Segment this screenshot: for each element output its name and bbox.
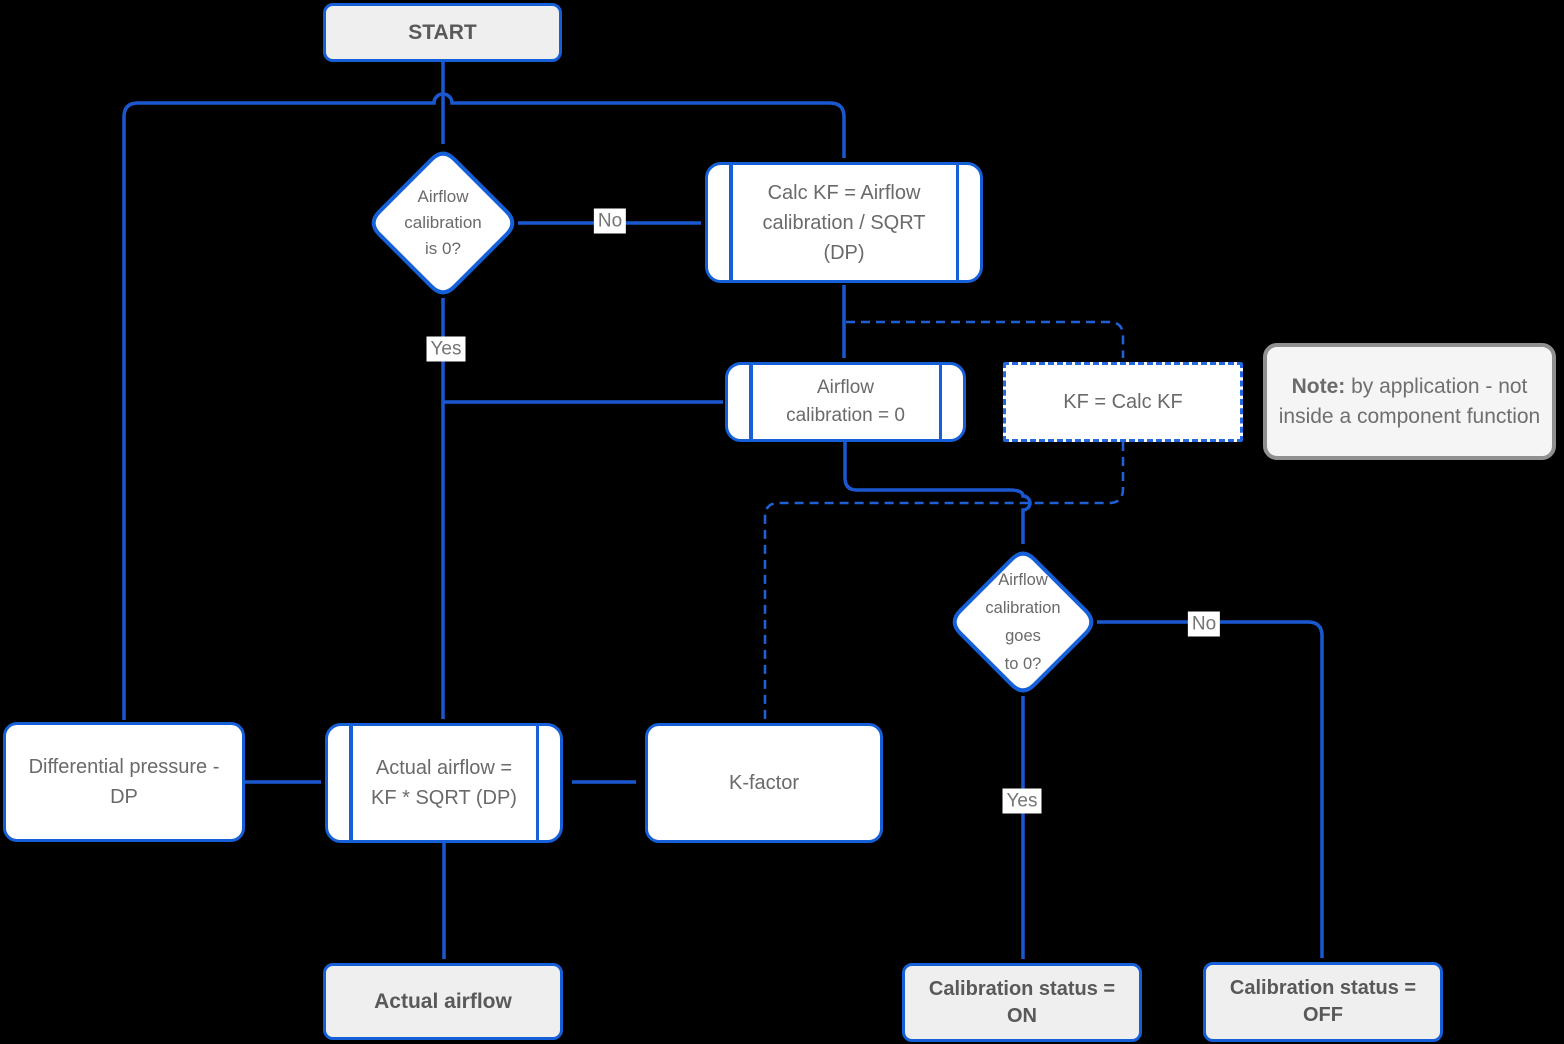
k-factor-label: K-factor [728,772,800,794]
inner-bar-right [535,726,539,840]
diamond-shape [371,151,515,295]
actual-airflow-calc-label: Actual airflow = KF * SQRT (DP) [371,757,517,809]
inner-bar-right [955,165,959,280]
edge-label-no-2: No [1187,611,1221,637]
calibration-off-label: Calibration status = OFF [1229,977,1417,1026]
kf-calc-kf-label: KF = Calc KF [1063,391,1183,413]
inner-bar-left [729,165,733,280]
inner-bar-right [938,365,942,439]
airflow-calibration-0-label: Airflow calibration = 0 [786,377,905,426]
actual-airflow-calc-process: Actual airflow = KF * SQRT (DP) [325,723,563,843]
note-prefix: Note: [1291,374,1346,398]
edge-decision2-no-to-calibration-off [1097,620,1324,958]
actual-airflow-label: Actual airflow [374,989,512,1013]
calibration-on-label: Calibration status = ON [928,977,1116,1027]
edge-label-yes-2: Yes [1002,788,1042,814]
airflow-calibration-0-process: Airflow calibration = 0 [725,362,966,442]
calibration-status-off-terminal: Calibration status = OFF [1203,962,1443,1042]
decision2-label: Airflow calibration goes to 0? [985,571,1061,673]
edge-label-yes-1: Yes [426,336,466,362]
inner-bar-left [749,365,753,439]
edge-dashed-kf-calc-kf-to-k-factor [763,442,1125,719]
start-label: START [408,20,477,44]
note-label: Note: by application - not inside a comp… [1277,372,1542,432]
differential-pressure-label: Differential pressure - DP [28,756,220,808]
decision-airflow-calibration-is-0: Airflow calibration is 0? [368,148,518,298]
note-box: Note: by application - not inside a comp… [1263,343,1556,460]
actual-airflow-terminal: Actual airflow [323,963,563,1040]
calc-kf-label: Calc KF = Airflow calibration / SQRT (DP… [762,181,926,264]
diamond-shape [952,551,1094,693]
edge-label-no-1: No [593,208,627,234]
calc-kf-process: Calc KF = Airflow calibration / SQRT (DP… [705,162,983,283]
calibration-status-on-terminal: Calibration status = ON [902,963,1142,1042]
decision-airflow-calibration-goes-to-0: Airflow calibration goes to 0? [949,548,1097,696]
kf-calc-kf-box: KF = Calc KF [1003,362,1243,442]
start-node: START [323,3,562,62]
edge-airflow-calibration-0-to-decision2 [843,442,1032,544]
edge-start-rail-to-calc-kf-and-diff-pressure [122,92,846,720]
inner-bar-left [349,726,353,840]
differential-pressure-node: Differential pressure - DP [3,722,245,842]
edge-dashed-calc-kf-to-kf-calc-kf [846,320,1125,358]
k-factor-node: K-factor [645,723,883,843]
note-body: by application - not inside a component … [1278,374,1541,428]
decision1-label: Airflow calibration is 0? [404,187,482,258]
